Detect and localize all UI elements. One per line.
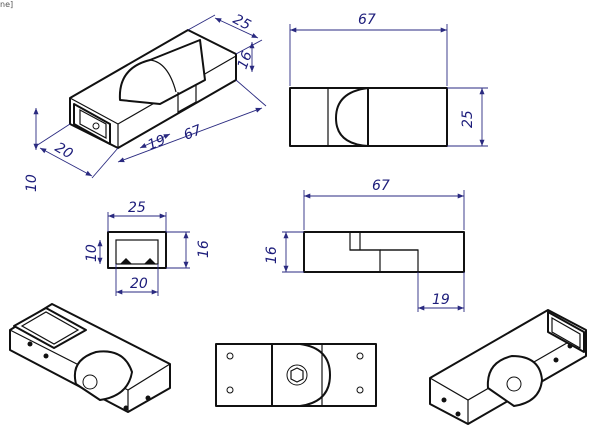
end-view-dim-left: 10 — [84, 244, 100, 262]
iso-main-dim-depth: 20 — [52, 140, 76, 163]
end-view-dim-right: 16 — [196, 240, 212, 258]
front-view-dim-length: 67 — [372, 178, 390, 194]
iso-main-dim-slot: 19 — [146, 132, 169, 154]
iso-main-end-face — [73, 103, 111, 145]
iso-main-dim-length: 67 — [182, 122, 205, 144]
iso-main-round-top — [118, 39, 206, 105]
front-view-dim-height: 16 — [264, 246, 280, 264]
front-view-body — [303, 231, 465, 273]
iso-bl-end-opening — [13, 307, 87, 349]
corner-label: ne] — [0, 0, 14, 9]
top-view-dim-length: 67 — [358, 12, 376, 28]
iso-br-end-opening — [547, 311, 585, 353]
iso-main-dim-width: 25 — [230, 11, 253, 34]
top-view-dim-height: 25 — [460, 110, 476, 128]
top-view-round — [335, 87, 369, 147]
iso-main-dim-side: 10 — [24, 174, 40, 192]
end-view-dim-width-bottom: 20 — [130, 276, 148, 292]
iso-main-view: 25 16 67 19 20 10 — [24, 11, 267, 192]
front-view: 67 16 19 — [264, 178, 465, 312]
end-view: 25 20 10 16 — [84, 200, 212, 296]
bottom-view — [215, 343, 377, 407]
top-view: 67 25 — [289, 12, 488, 147]
iso-bottom-left-view — [9, 303, 171, 413]
end-view-dim-width-top: 25 — [128, 200, 146, 216]
front-view-dim-slot: 19 — [432, 292, 450, 308]
end-view-body — [107, 231, 167, 269]
iso-main-dim-height: 16 — [235, 49, 256, 71]
iso-bottom-right-view — [429, 309, 587, 425]
